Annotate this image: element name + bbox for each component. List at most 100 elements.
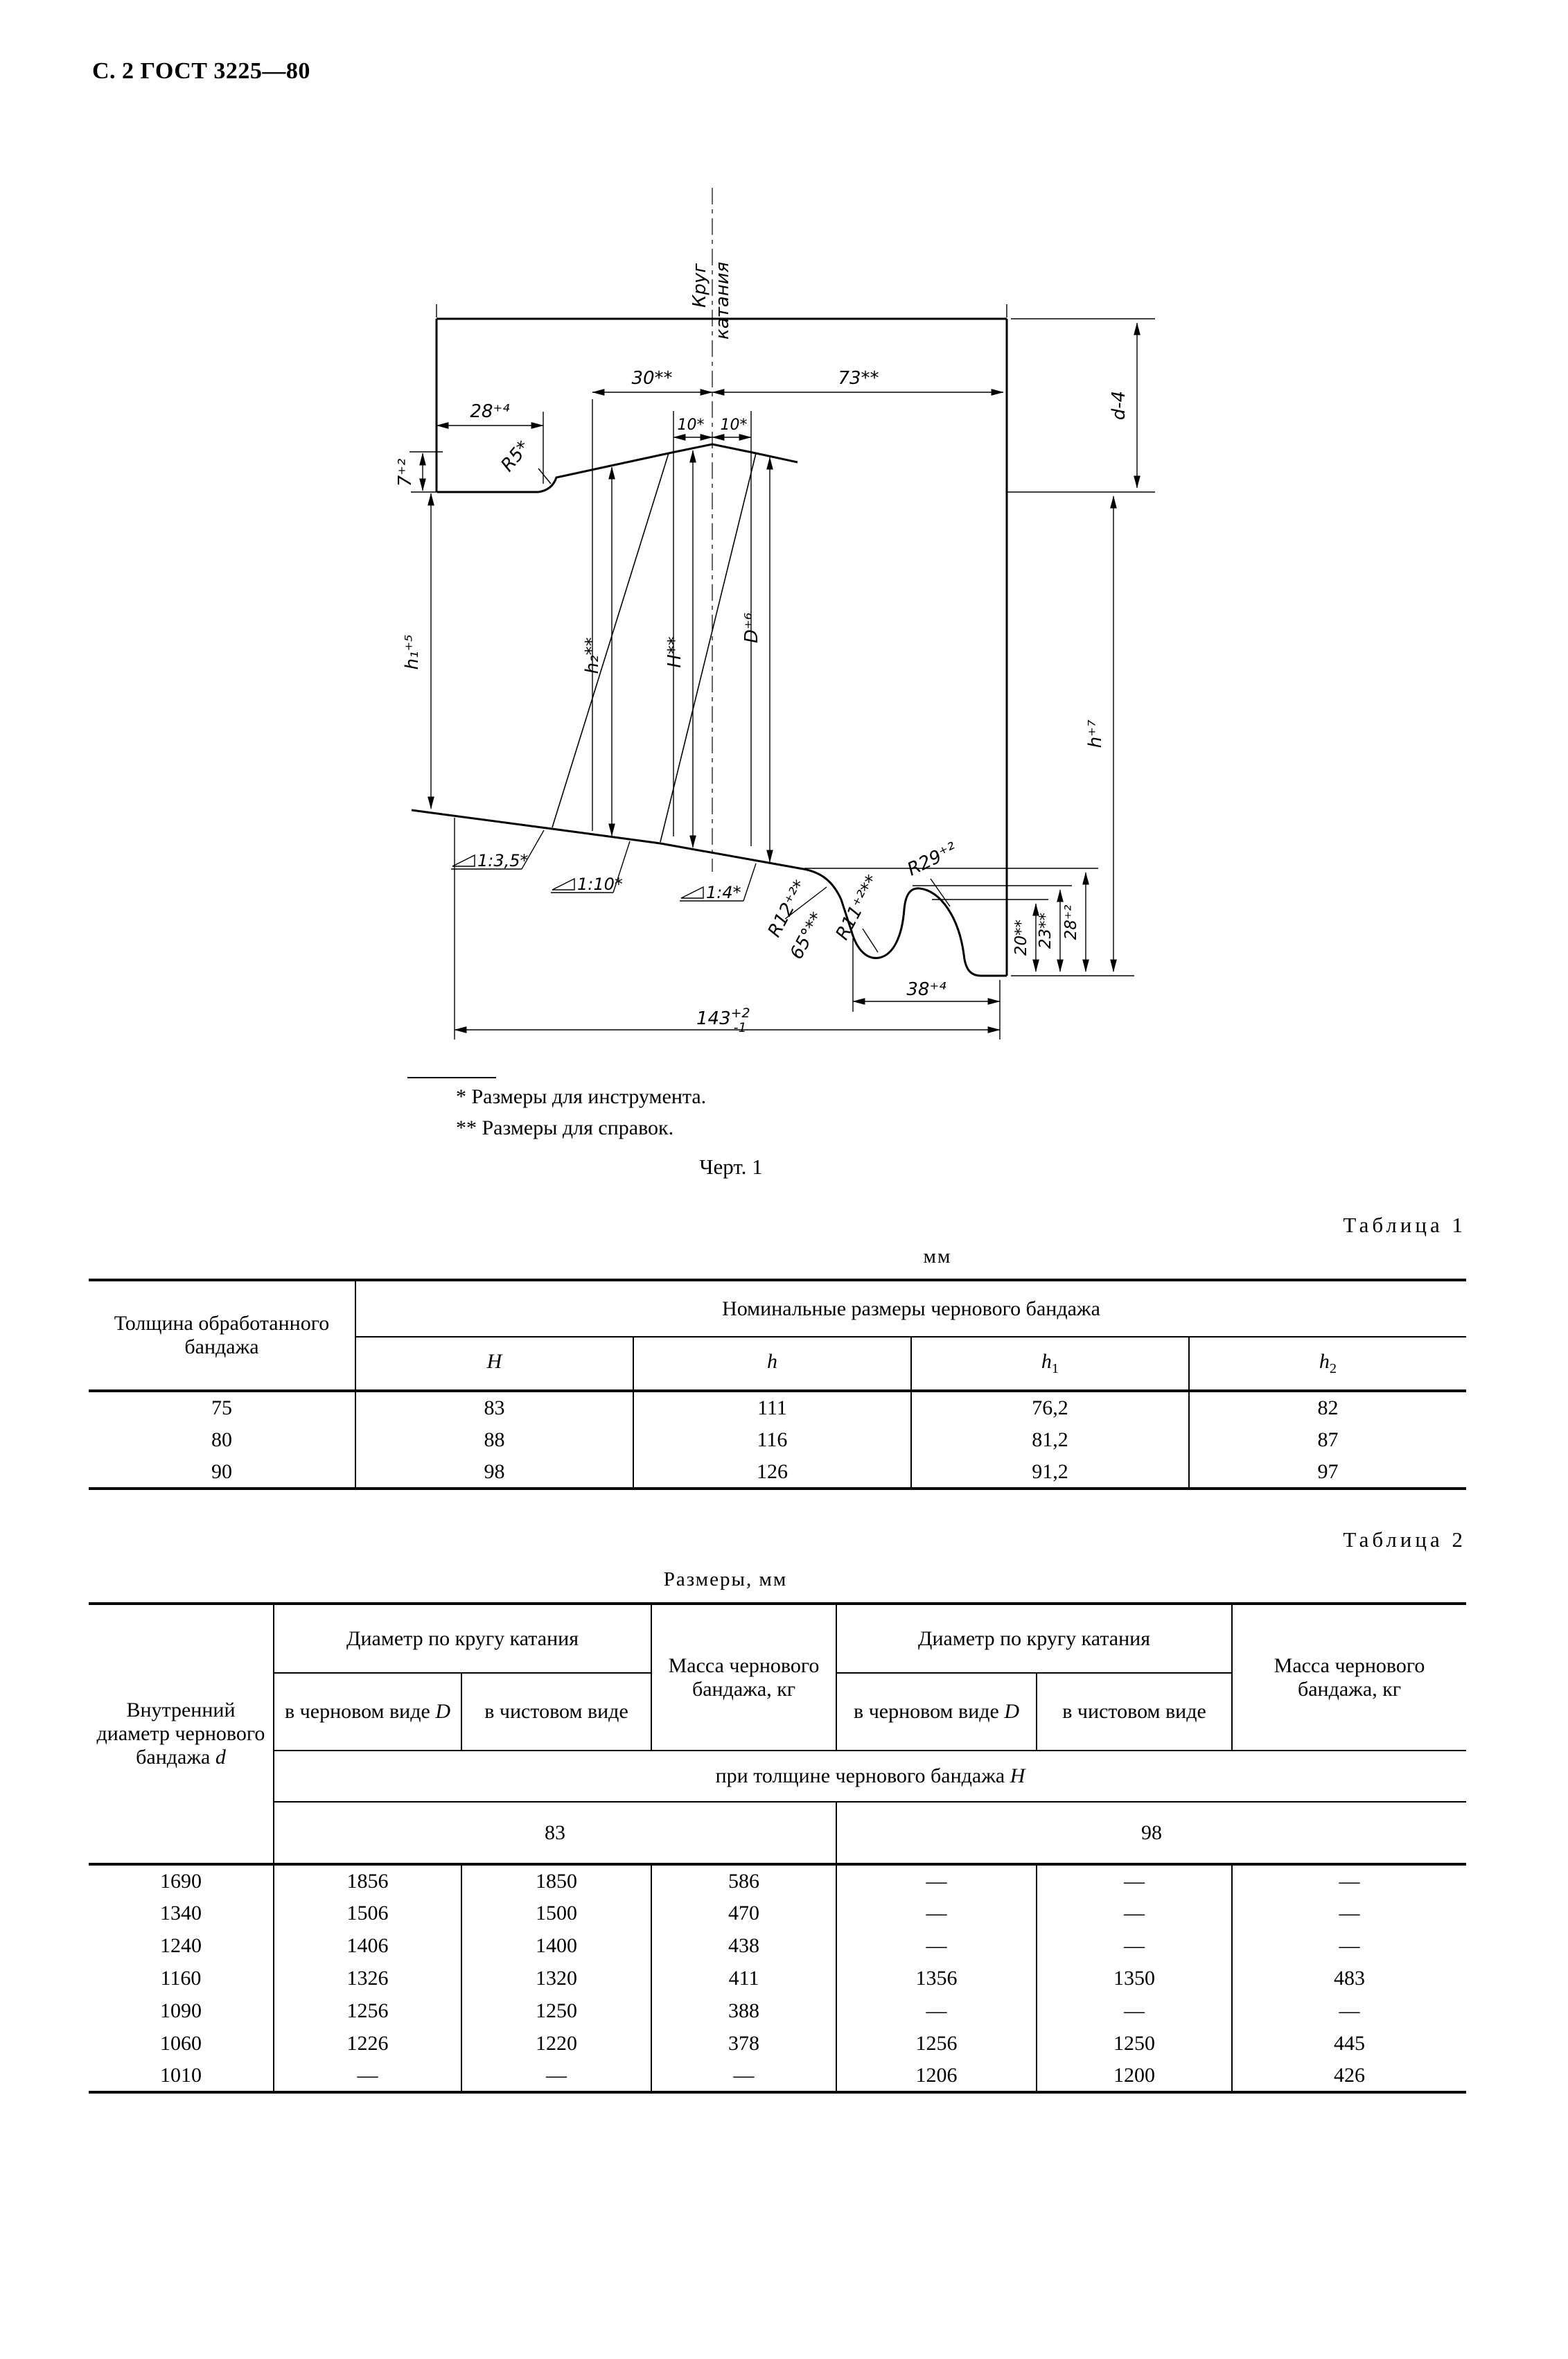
- table-row: 75 83 111 76,2 82: [89, 1391, 1466, 1423]
- table-cell: 1220: [460, 2027, 653, 2060]
- table-cell: 1060: [89, 2027, 274, 2060]
- table-cell: 1500: [460, 1897, 653, 1929]
- table-cell: 1256: [273, 1994, 462, 2027]
- table2-diameter-group-2: Диаметр по кругу катания: [836, 1604, 1233, 1674]
- table-cell: 87: [1188, 1423, 1466, 1456]
- table-cell: —: [651, 2060, 838, 2092]
- dim-label-7-2: 7⁺²: [395, 459, 416, 487]
- table2-title: Таблица 2: [1343, 1527, 1466, 1552]
- table-cell: —: [1036, 1994, 1233, 2027]
- table2-finished-header-2: в чистовом виде: [1036, 1673, 1233, 1751]
- table2-rough-header-2: в черновом виде D: [836, 1673, 1038, 1751]
- dim-label-28-4: 28⁺⁴: [470, 401, 510, 422]
- table2-finished-header-1: в чистовом виде: [460, 1673, 653, 1751]
- table-cell: 483: [1231, 1962, 1467, 1994]
- dim-label-h2: h₂**: [582, 638, 603, 674]
- column-header-H: H: [355, 1337, 634, 1392]
- table-cell: 1506: [273, 1897, 462, 1929]
- table-cell: 378: [651, 2027, 838, 2060]
- table-cell: 80: [89, 1423, 356, 1456]
- table-cell: 1250: [1036, 2027, 1233, 2060]
- figure-footnotes: * Размеры для инструмента. ** Размеры дл…: [456, 1081, 706, 1143]
- table2-col1-header: Внутренний диаметр чернового бандажа d: [89, 1604, 274, 1866]
- table-cell: —: [1036, 1897, 1233, 1929]
- table1-col1-header: Толщина обработанного бандажа: [89, 1280, 356, 1392]
- dim-label-73: 73**: [838, 368, 879, 389]
- table-row: 1060 1226 1220 378 1256 1250 445: [89, 2027, 1467, 2060]
- table-cell: 1200: [1036, 2060, 1233, 2092]
- dim-label-h1: h₁⁺⁵: [402, 634, 423, 669]
- table1-group-header: Номинальные размеры чернового бандажа: [355, 1280, 1466, 1338]
- table-cell: 1320: [460, 1962, 653, 1994]
- dim-label-d4: d-4: [1109, 391, 1129, 420]
- table-cell: 126: [633, 1456, 912, 1489]
- table2-diameter-group-1: Диаметр по кругу катания: [272, 1604, 653, 1674]
- axis-label-kataniya: катания: [712, 262, 733, 340]
- dim-label-H: H**: [664, 636, 685, 668]
- table-row: 1240 1406 1400 438 — — —: [89, 1929, 1467, 1962]
- dim-label-r11: R11⁺²**: [832, 872, 883, 944]
- table1-header-row-2: H h h1 h2: [89, 1337, 1466, 1392]
- table-cell: 1856: [273, 1864, 462, 1897]
- table-cell: 1250: [460, 1994, 653, 2027]
- table-row: 1160 1326 1320 411 1356 1350 483: [89, 1962, 1467, 1994]
- extension-lines: [409, 304, 1155, 1040]
- taper-label-1: 1:3,5*: [477, 851, 529, 870]
- table-cell: 88: [355, 1423, 634, 1456]
- column-header-h1: h1: [910, 1337, 1190, 1392]
- table-cell: —: [836, 1929, 1038, 1962]
- table-cell: 445: [1231, 2027, 1467, 2060]
- table-cell: —: [1231, 1897, 1467, 1929]
- table-cell: 586: [651, 1864, 838, 1897]
- taper-symbols: [452, 854, 704, 899]
- table1-title: Таблица 1: [1343, 1213, 1466, 1237]
- footnote-instrument: * Размеры для инструмента.: [456, 1085, 707, 1108]
- table-cell: 116: [633, 1423, 912, 1456]
- table2: Внутренний диаметр чернового бандажа d Д…: [89, 1602, 1467, 2094]
- table-cell: 1090: [89, 1994, 274, 2027]
- table-cell: 411: [651, 1962, 838, 1994]
- table-cell: 1340: [89, 1897, 274, 1929]
- column-header-h2: h2: [1188, 1337, 1466, 1392]
- footnote-reference: ** Размеры для справок.: [456, 1116, 674, 1139]
- dim-label-23: 23**: [1037, 913, 1055, 949]
- table-cell: —: [1231, 1864, 1467, 1897]
- table2-unit: Размеры, мм: [663, 1568, 788, 1590]
- table-row: 90 98 126 91,2 97: [89, 1456, 1466, 1489]
- table-row: 1340 1506 1500 470 — — —: [89, 1897, 1467, 1929]
- table2-mass-header-2: Масса чернового бандажа, кг: [1231, 1604, 1467, 1751]
- groove-flank-lines: [552, 453, 757, 843]
- table2-thickness-header: при толщине чернового бандажа H: [274, 1751, 1467, 1803]
- table-row: 80 88 116 81,2 87: [89, 1423, 1466, 1456]
- table-cell: 75: [89, 1391, 356, 1423]
- table-cell: 438: [651, 1929, 838, 1962]
- table-cell: 1240: [89, 1929, 274, 1962]
- column-header-h: h: [633, 1337, 912, 1392]
- table-cell: 90: [89, 1456, 356, 1489]
- table-cell: 1010: [89, 2060, 274, 2092]
- table-cell: —: [460, 2060, 653, 2092]
- table-cell: 81,2: [910, 1423, 1190, 1456]
- dim-label-10-right: 10*: [721, 416, 748, 434]
- table2-header-row-1: Внутренний диаметр чернового бандажа d Д…: [89, 1604, 1467, 1866]
- table-cell: 1206: [836, 2060, 1038, 2092]
- taper-label-3: 1:4*: [706, 883, 741, 902]
- table-cell: —: [836, 1897, 1038, 1929]
- table1: Толщина обработанного бандажа Номинальны…: [89, 1279, 1466, 1490]
- table-cell: 1850: [460, 1864, 653, 1897]
- dim-label-143: 143+2-1: [696, 1006, 750, 1035]
- table-cell: 1406: [273, 1929, 462, 1962]
- profile-outline: [411, 317, 1008, 977]
- table-cell: —: [836, 1864, 1038, 1897]
- table-cell: 1350: [1036, 1962, 1233, 1994]
- table-cell: 91,2: [910, 1456, 1190, 1489]
- dim-label-28-2: 28⁺²: [1062, 905, 1080, 940]
- table-row: 1010 — — — 1206 1200 426: [89, 2060, 1467, 2092]
- table-cell: 1226: [273, 2027, 462, 2060]
- table1-header-row-1: Толщина обработанного бандажа Номинальны…: [89, 1280, 1466, 1392]
- dim-label-D6: D⁺⁶: [741, 613, 762, 643]
- table-cell: —: [273, 2060, 462, 2092]
- dim-label-h7: h⁺⁷: [1085, 719, 1106, 748]
- dimension-lines: [419, 322, 1140, 1033]
